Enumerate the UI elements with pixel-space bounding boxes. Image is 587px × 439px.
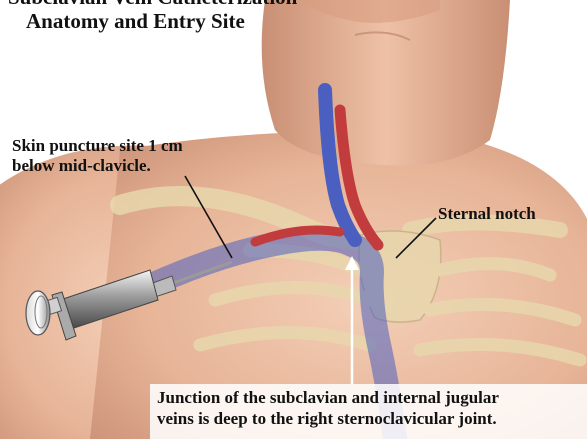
junction-label-line-2: veins is deep to the right sternoclavicu… [157, 410, 497, 428]
puncture-site-label-line-1: Skin puncture site 1 cm [12, 137, 183, 155]
clavicle-right [410, 223, 560, 231]
junction-label-line-1: Junction of the subclavian and internal … [157, 389, 499, 407]
neck [262, 0, 510, 166]
sternal-notch-label: Sternal notch [438, 205, 536, 223]
title-line-2: Anatomy and Entry Site [26, 10, 245, 32]
puncture-site-label-line-2: below mid-clavicle. [12, 157, 151, 175]
title-line-1: Subclavian Vein Catheterization [8, 0, 297, 8]
